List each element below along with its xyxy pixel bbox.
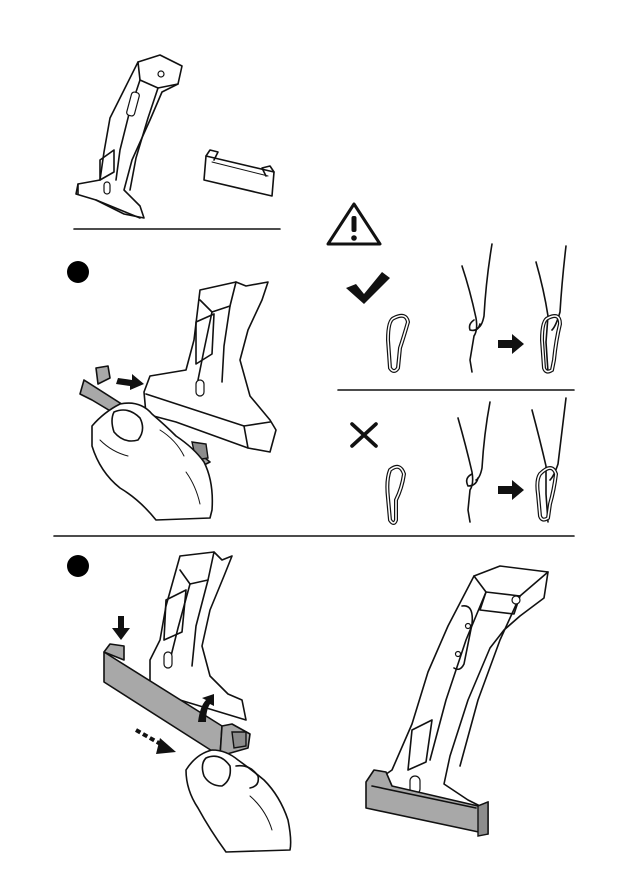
warning-panel	[328, 204, 574, 523]
arrow-right-icon-2	[498, 480, 524, 500]
arrow-right-icon	[498, 334, 524, 354]
foot-bracket-part	[76, 55, 182, 218]
edge-profile-not-hooked	[532, 398, 566, 522]
correct-example-row	[346, 244, 566, 372]
step-2-panel	[67, 552, 291, 852]
hand-step2	[186, 750, 291, 852]
slide-dashed-arrow-icon	[136, 730, 176, 754]
edge-profile-before-incorrect	[458, 402, 490, 522]
check-mark-icon	[346, 272, 390, 304]
result-panel	[366, 566, 548, 836]
step-2-badge	[67, 555, 89, 577]
step-1-panel	[67, 261, 276, 520]
rubber-pad-part	[204, 150, 274, 196]
clip-profile-correct	[388, 316, 408, 371]
clip-profile-incorrect	[387, 467, 404, 523]
edge-profile-hooked	[536, 246, 566, 372]
press-down-arrow-icon	[112, 616, 130, 640]
cross-mark-icon	[352, 424, 376, 446]
slide-arrow-icon	[116, 374, 144, 390]
incorrect-example-row	[352, 398, 566, 523]
warning-triangle-icon	[328, 204, 380, 244]
foot-bracket-assembled	[372, 566, 548, 808]
edge-profile-before	[462, 244, 492, 372]
step-1-badge	[67, 261, 89, 283]
parts-overview-panel	[74, 55, 280, 229]
